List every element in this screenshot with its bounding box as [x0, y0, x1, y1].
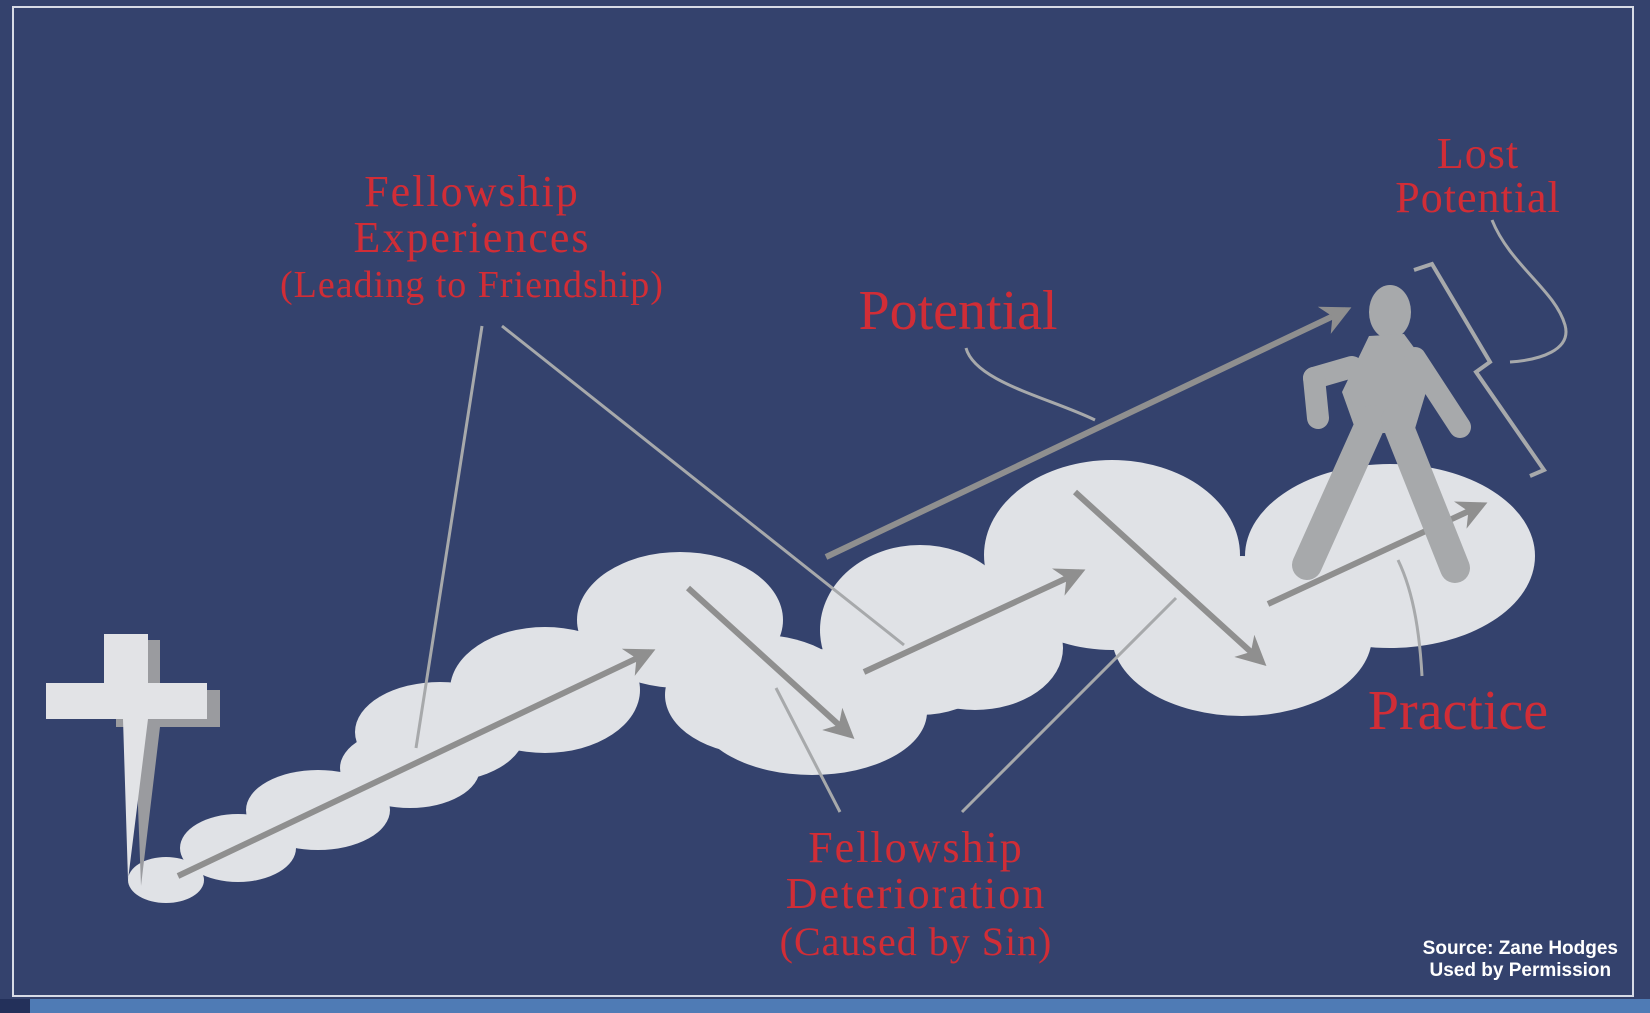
leader-potential	[964, 347, 1096, 422]
bottom-strip-corner	[0, 999, 30, 1013]
leader-deterioration-right	[960, 596, 1178, 814]
source-credit: Source: Zane Hodges Used by Permission	[1423, 938, 1618, 982]
arrow-growth-2	[862, 568, 1086, 675]
label-fellowship-experiences: Fellowship Experiences (Leading to Frien…	[280, 167, 664, 306]
diagram-frame	[12, 6, 1634, 997]
label-fellowship-deterioration-line3: (Caused by Sin)	[779, 919, 1053, 964]
lost-potential-bracket	[1413, 261, 1548, 478]
arrow-decline-2	[1072, 489, 1267, 667]
label-lost-potential: Lost Potential	[1395, 132, 1560, 220]
leader-lines	[414, 219, 1568, 814]
bottom-strip	[0, 999, 1650, 1013]
label-fellowship-experiences-line2: Experiences	[353, 213, 591, 262]
leader-practice	[1396, 559, 1424, 677]
source-credit-line1: Source: Zane Hodges	[1422, 938, 1618, 959]
arrow-growth-1	[176, 648, 656, 879]
label-practice: Practice	[1367, 680, 1549, 742]
label-lost-potential-line2: Potential	[1395, 173, 1561, 222]
leader-deterioration-left	[774, 687, 842, 813]
label-fellowship-experiences-line3: (Leading to Friendship)	[280, 264, 664, 306]
label-fellowship-deterioration: Fellowship Deterioration (Caused by Sin)	[780, 826, 1053, 962]
label-fellowship-deterioration-line2: Deterioration	[785, 869, 1047, 918]
cross-icon	[46, 634, 220, 886]
walking-person-icon	[1292, 285, 1471, 583]
source-credit-line2: Used by Permission	[1429, 960, 1612, 981]
leader-experiences-left	[414, 325, 484, 749]
label-fellowship-deterioration-line1: Fellowship	[808, 823, 1024, 872]
label-fellowship-experiences-line1: Fellowship	[364, 167, 580, 216]
arrow-decline-1	[685, 585, 855, 740]
arrow-potential	[824, 306, 1352, 560]
label-potential: Potential	[858, 280, 1058, 342]
leader-experiences-right	[501, 324, 905, 647]
leader-lost-potential	[1490, 219, 1568, 364]
label-lost-potential-line1: Lost	[1436, 129, 1520, 178]
fellowship-arrows	[176, 306, 1488, 879]
